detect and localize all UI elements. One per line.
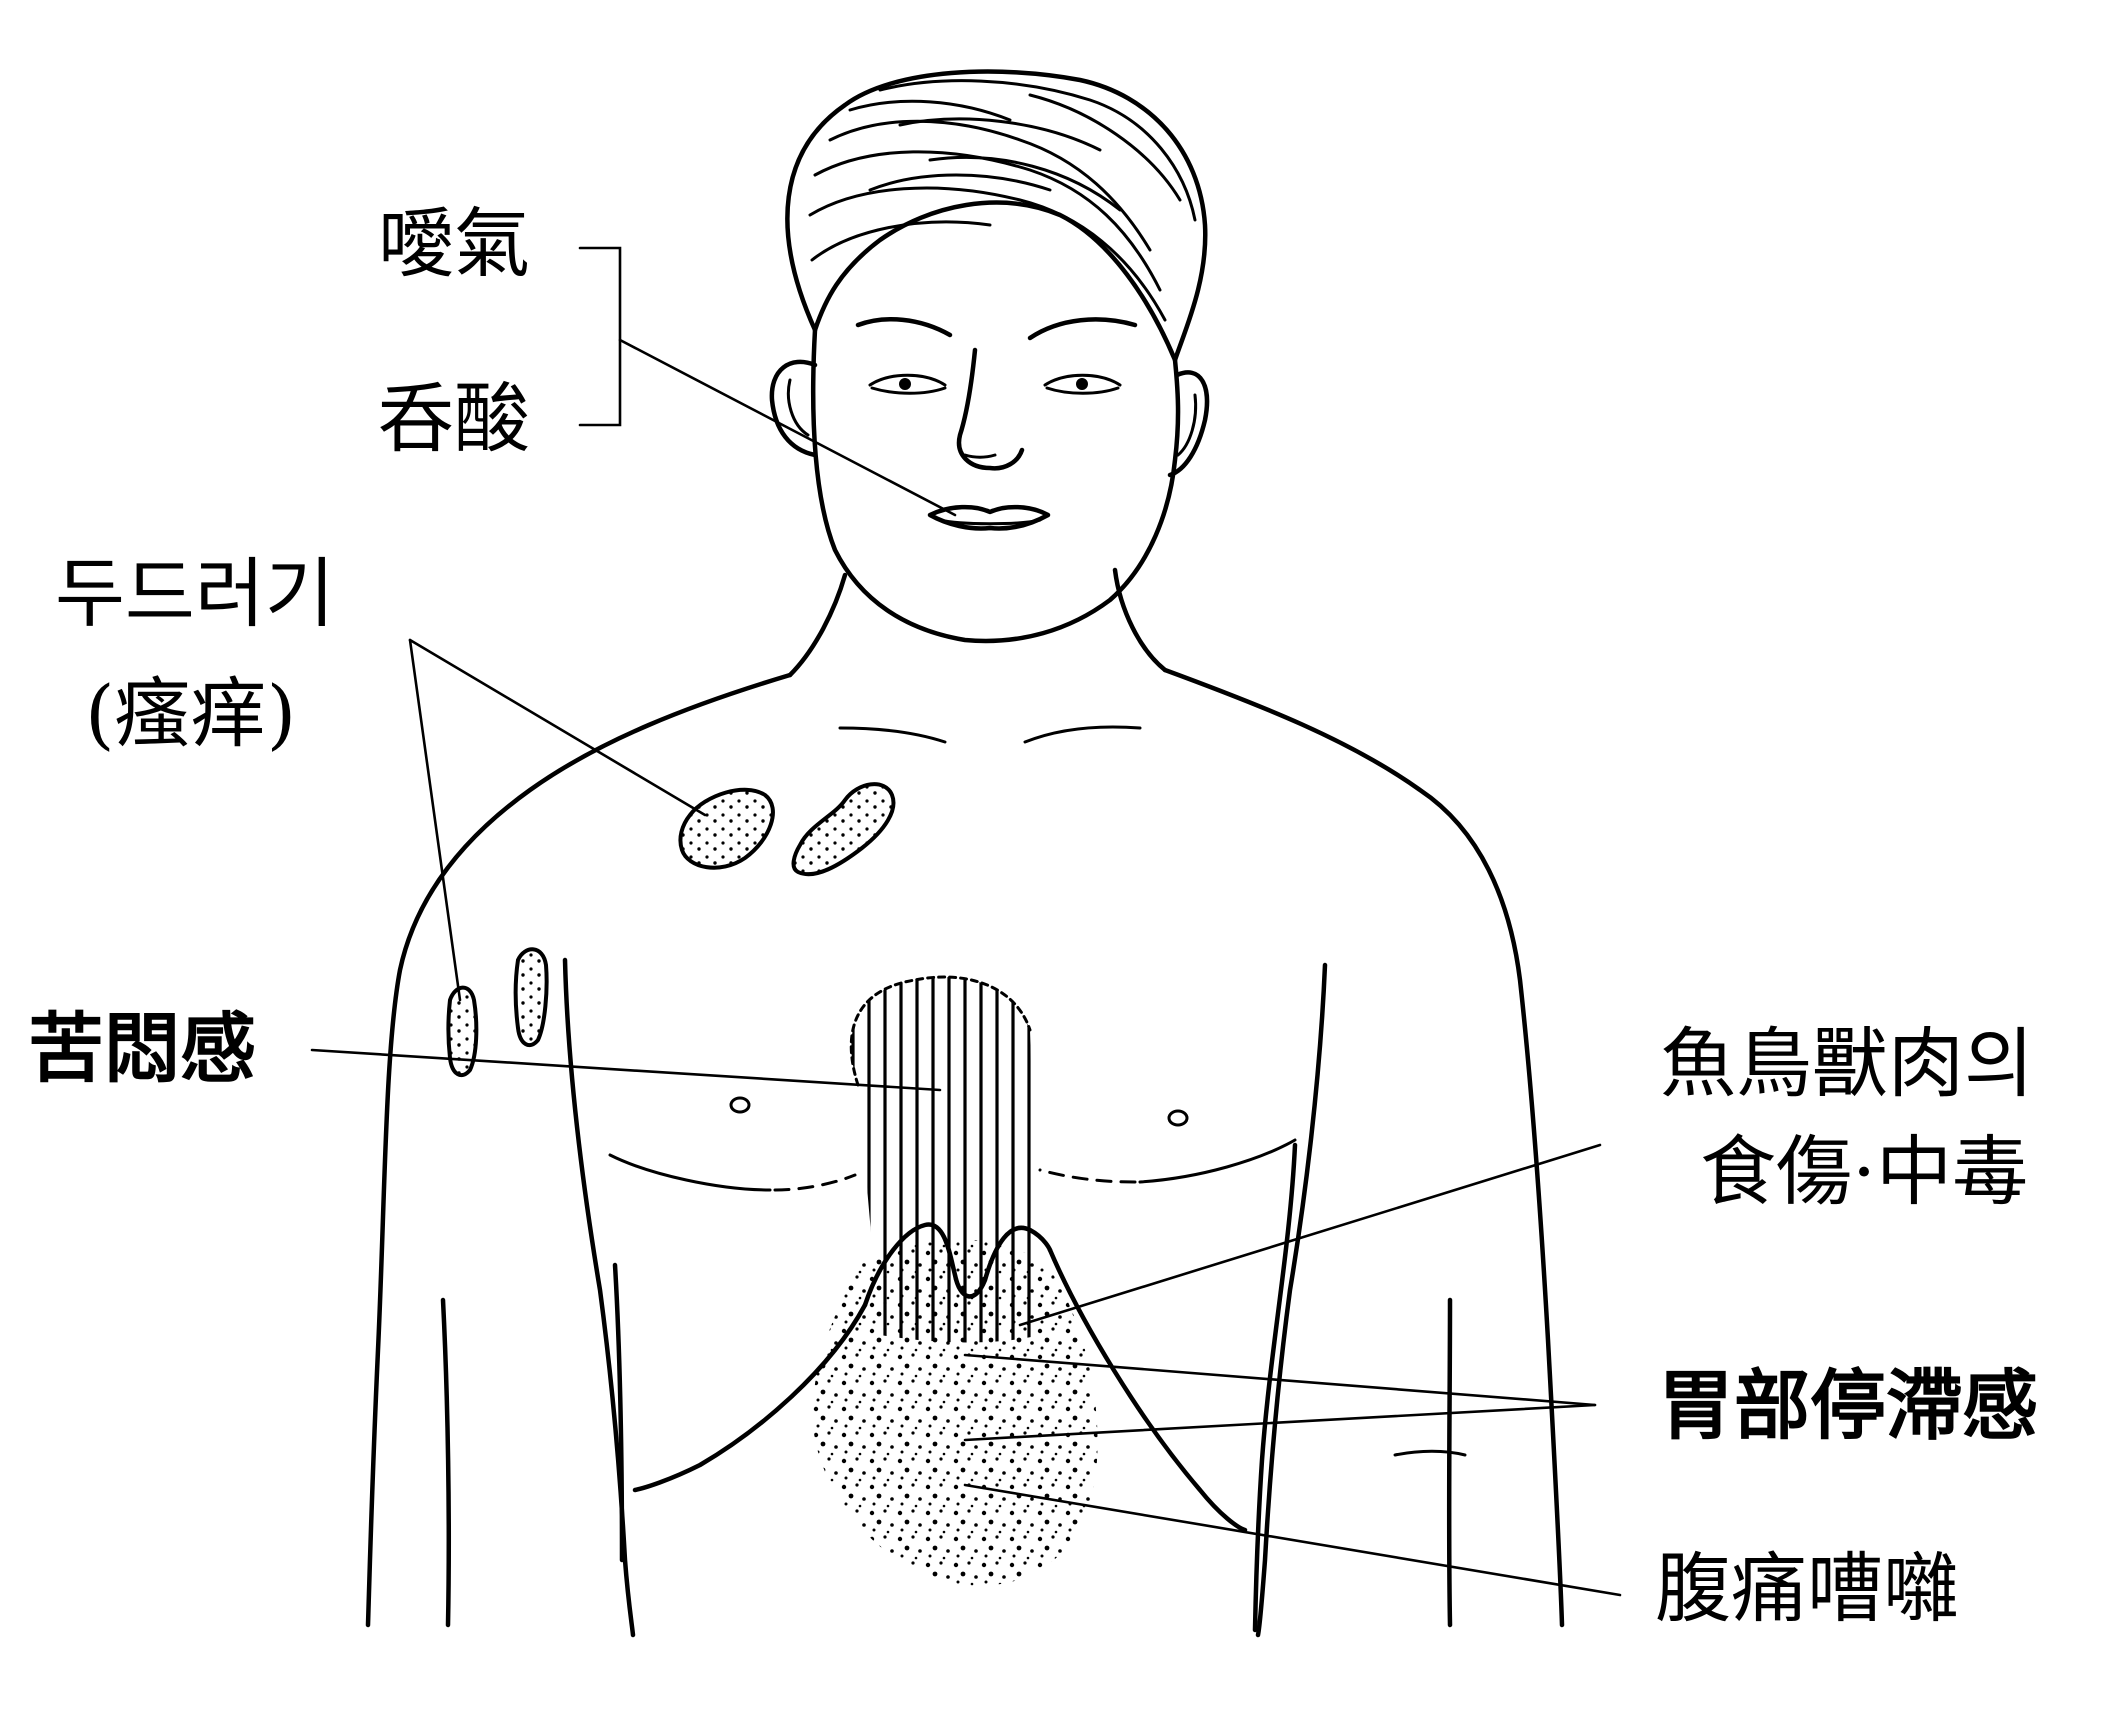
chest-lined-area bbox=[851, 977, 1040, 1343]
leader-lines bbox=[310, 246, 1622, 1597]
left-eyebrow bbox=[855, 317, 953, 338]
right-eyebrow bbox=[1027, 317, 1138, 341]
neck-right bbox=[1112, 567, 1168, 673]
rash-patch-2 bbox=[791, 782, 896, 877]
label-abdominal-pain: 腹痛嘈囃 bbox=[1655, 1544, 1959, 1633]
neck-left bbox=[787, 572, 848, 678]
rash-patch-4 bbox=[513, 947, 549, 1048]
right-nipple bbox=[1167, 1109, 1189, 1127]
mouth bbox=[927, 504, 1051, 531]
right-pectoral bbox=[1138, 1138, 1297, 1184]
left-nipple bbox=[729, 1096, 751, 1114]
belching-bracket bbox=[578, 246, 622, 427]
label-rash-korean: 두드러기 bbox=[55, 549, 335, 638]
right-torso-side bbox=[1252, 1142, 1298, 1633]
hair-strands bbox=[808, 79, 1197, 322]
right-clavicle bbox=[1023, 725, 1142, 744]
label-food-poisoning-line1: 魚鳥獸肉의 bbox=[1660, 1019, 2034, 1108]
abdomen-crease bbox=[1393, 1449, 1467, 1457]
head bbox=[769, 69, 1210, 644]
label-food-poisoning-line2: 食傷·中毒 bbox=[1700, 1127, 2028, 1216]
right-shoulder-arm bbox=[1162, 667, 1565, 1628]
label-chest-oppression: 苦悶感 bbox=[28, 1004, 256, 1093]
labels: 噯氣 呑酸 두드러기 (瘙痒) 苦悶感 魚鳥獸肉의 食傷·中毒 胃部停滯感 腹痛… bbox=[28, 199, 2038, 1633]
nose bbox=[956, 347, 1025, 471]
left-clavicle bbox=[838, 726, 947, 744]
right-eye bbox=[1043, 373, 1122, 395]
left-ear bbox=[769, 359, 818, 458]
right-inner-arm bbox=[1255, 962, 1328, 1638]
left-inner-arm bbox=[562, 957, 636, 1638]
face-outline bbox=[810, 327, 1181, 644]
right-ear bbox=[1167, 370, 1210, 478]
left-torso-side bbox=[612, 1262, 625, 1563]
label-belching: 噯氣 bbox=[378, 199, 530, 288]
left-pectoral bbox=[608, 1153, 772, 1192]
label-stomach-stagnation: 胃部停滯感 bbox=[1658, 1361, 2038, 1450]
rash-patch-1 bbox=[678, 787, 775, 870]
symptom-regions bbox=[446, 782, 1098, 1586]
label-acid-reflux: 呑酸 bbox=[378, 374, 530, 463]
hair-outline bbox=[785, 69, 1208, 363]
right-costal-arch bbox=[1047, 1247, 1248, 1533]
label-rash-hanja: (瘙痒) bbox=[85, 669, 296, 758]
rash-patch-3 bbox=[446, 985, 479, 1078]
left-eye bbox=[868, 373, 947, 395]
stomach-upper-border bbox=[862, 1222, 1053, 1308]
